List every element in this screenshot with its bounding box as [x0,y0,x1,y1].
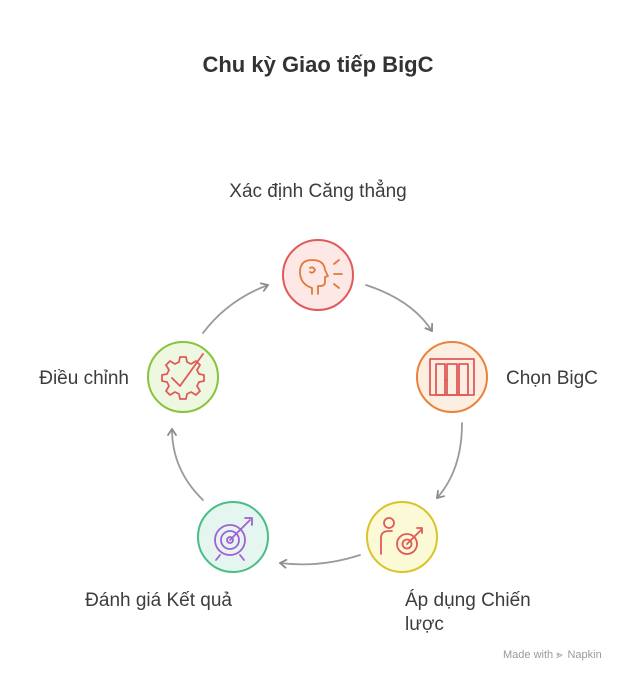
person-target-icon [380,517,423,555]
napkin-logo-icon: ⪢ [556,649,563,661]
arrow-bottom-left-to-left [167,428,204,501]
arrow-right-to-bottom-right [436,422,463,499]
gear-check-icon [161,353,205,400]
arrow-left-to-top [202,282,269,334]
target-icon [214,517,253,561]
step-node-choose-bigc [416,341,488,413]
step-label-adjust: Điều chỉnh [39,368,129,389]
step-label-identify-stress: Xác định Căng thẳng [229,181,407,202]
arrow-top-to-right [365,284,434,332]
step-label-evaluate-results: Đánh giá Kết quả [85,590,232,611]
head-speaking-icon [299,259,343,295]
step-label-apply-strategy: Áp dụng Chiến lược [405,590,531,635]
napkin-brand-text: Napkin [567,649,602,661]
diagram-title: Chu kỳ Giao tiếp BigC [202,52,434,77]
step-node-evaluate-results [197,501,269,573]
door-frame-icon [429,358,475,396]
step-label-choose-bigc: Chọn BigC [506,368,598,389]
made-with-text: Made with [503,649,554,661]
made-with-napkin-watermark: Made with ⪢ Napkin [503,649,602,662]
arrow-bottom-right-to-bottom-left [279,554,361,569]
step-node-adjust [147,341,219,413]
step-node-identify-stress [282,239,354,311]
step-node-apply-strategy [366,501,438,573]
